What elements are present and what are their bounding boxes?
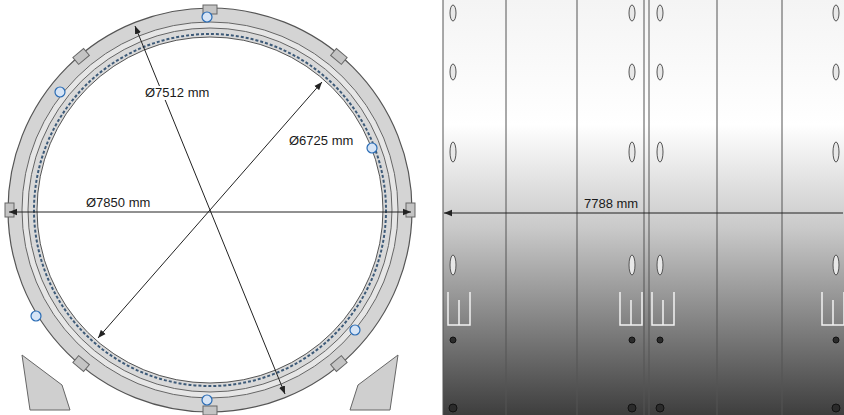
bolt-pocket: [450, 5, 456, 21]
bolt-pocket: [833, 64, 839, 80]
dimension-label: Ø7850 mm: [84, 196, 152, 210]
bolt-circle: [34, 34, 386, 386]
lug: [73, 48, 90, 64]
bolt-pockets: [450, 5, 839, 275]
dowel: [628, 404, 636, 412]
segment-marker: [31, 311, 41, 321]
grout-mark: [822, 292, 844, 325]
outer-ring: [8, 8, 412, 412]
lug: [331, 356, 348, 372]
dowel: [449, 404, 457, 412]
dowel: [832, 404, 840, 412]
dimension-label: 7788 mm: [582, 197, 640, 211]
segment-marker: [55, 87, 65, 97]
grout-mark: [448, 292, 470, 325]
dimension-label: Ø7512 mm: [143, 86, 211, 100]
segment-marker: [202, 12, 212, 22]
lug: [406, 203, 415, 217]
bolt-pocket: [833, 142, 839, 162]
ring-groove: [22, 22, 398, 398]
support-foot: [350, 355, 398, 410]
bolt-pocket: [629, 255, 635, 275]
grout-mark: [620, 292, 642, 325]
segment-joints: [443, 0, 782, 415]
bolt-pocket: [657, 142, 663, 162]
segment-marker: [367, 143, 377, 153]
dimension-line: [98, 82, 322, 338]
lug: [73, 356, 90, 372]
segment-marker: [350, 325, 360, 335]
bolt-pocket: [450, 64, 456, 80]
bolt-pocket: [657, 64, 663, 80]
bolt-pocket: [629, 64, 635, 80]
bolt-pocket: [657, 5, 663, 21]
bolt-pocket: [833, 255, 839, 275]
segment-joint: [649, 0, 650, 415]
segment-joint: [644, 0, 645, 415]
segment-joint: [506, 0, 507, 415]
dimension-label: Ø6725 mm: [287, 134, 355, 148]
grout-marks: [448, 292, 844, 325]
inner-ring: [28, 28, 392, 392]
segment-markers: [31, 12, 377, 405]
dimension-line: [444, 213, 843, 214]
support-foot: [22, 355, 70, 410]
bolt-pocket: [629, 142, 635, 162]
lugs: [5, 5, 415, 415]
bolt-pocket: [450, 142, 456, 162]
dowel: [629, 337, 635, 343]
dowels: [449, 337, 840, 412]
bolt-pocket: [629, 5, 635, 21]
bore: [37, 37, 383, 383]
segment-joint: [577, 0, 578, 415]
segment-joint: [717, 0, 718, 415]
dowel: [656, 404, 664, 412]
lug: [331, 48, 348, 64]
bolt-pocket: [450, 255, 456, 275]
bolt-pocket: [833, 5, 839, 21]
grout-mark: [652, 292, 674, 325]
dowel: [450, 337, 456, 343]
segment-joint: [443, 0, 444, 415]
shell-surface: [443, 0, 844, 415]
dimension-line: [9, 212, 411, 213]
dowel: [833, 337, 839, 343]
lug: [203, 406, 217, 415]
lug: [5, 203, 14, 217]
ring-front-view: [5, 5, 415, 415]
ring-side-view: [443, 0, 844, 415]
bolt-pocket: [657, 255, 663, 275]
segment-joint: [782, 0, 783, 415]
segment-marker: [202, 395, 212, 405]
dowel: [657, 337, 663, 343]
